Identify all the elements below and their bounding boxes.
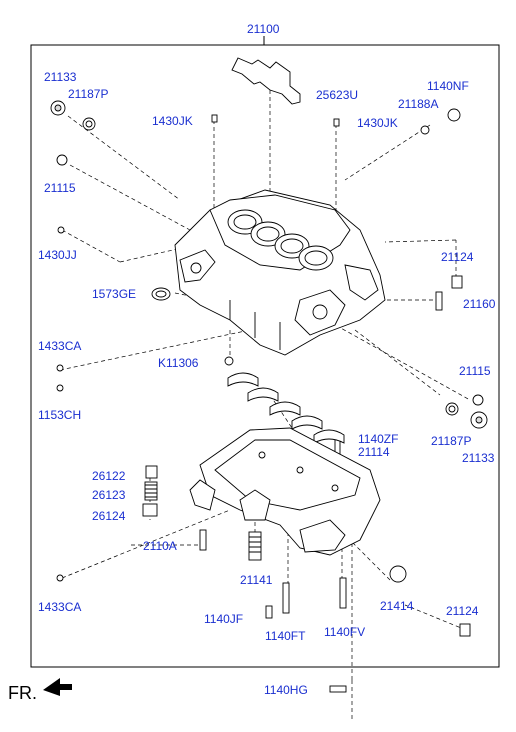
pin-1430jj (57, 226, 65, 234)
part-label-21114: 21114 (358, 445, 390, 459)
part-label-26123: 26123 (92, 488, 126, 502)
part-label-21124-top: 21124 (441, 250, 474, 264)
part-label-1140hg: 1140HG (264, 683, 308, 697)
oil-pan (189, 427, 381, 556)
part-label-1140zf: 1140ZF (358, 432, 399, 446)
part-label-21115-top: 21115 (44, 181, 76, 195)
part-label-21124-bottom: 21124 (446, 604, 479, 618)
part-label-25623u: 25623U (316, 88, 359, 102)
small-parts (50, 100, 488, 693)
part-label-21133-top: 21133 (44, 70, 77, 84)
part-label-1140ft: 1140FT (265, 629, 306, 643)
part-label-1430jk-right: 1430JK (357, 116, 398, 130)
part-label-21133-right: 21133 (462, 451, 495, 465)
part-label-21414: 21414 (380, 599, 414, 613)
bolt-1140hg (329, 685, 347, 693)
gasket-25623u (231, 57, 301, 105)
dowel-21124-bottom (459, 623, 471, 637)
pin-k11306 (224, 356, 234, 366)
dowel-21124-top (451, 275, 463, 289)
strainer-21141 (248, 531, 262, 561)
bearing-caps (227, 372, 345, 444)
part-label-1433ca-top: 1433CA (38, 339, 82, 353)
part-label-k11306: K11306 (158, 356, 199, 370)
bolt-1140fv (339, 577, 347, 609)
part-label-1140nf: 1140NF (427, 79, 469, 93)
part-label-21187p-right: 21187P (431, 434, 472, 448)
diagram-frame (30, 44, 500, 668)
bolt-21160 (435, 291, 443, 311)
part-label-21187p-top: 21187P (68, 87, 109, 101)
plug-26124 (142, 503, 158, 517)
spring-26123 (144, 481, 158, 501)
part-label-1140jf: 1140JF (204, 612, 244, 626)
part-label-1573ge: 1573GE (92, 287, 137, 301)
part-label-1433ca-bottom: 1433CA (38, 600, 82, 614)
part-label-26122: 26122 (92, 469, 126, 483)
bolt-1140nf (447, 108, 461, 122)
bolt-2110a (199, 529, 207, 551)
part-label-21160: 21160 (463, 297, 496, 311)
part-label-26124: 26124 (92, 509, 126, 523)
part-label-21115-right: 21115 (459, 364, 491, 378)
washer-21188a (420, 125, 430, 135)
part-label-21188a: 21188A (398, 97, 439, 111)
part-label-2110a: 2110A (143, 539, 177, 553)
part-label-1430jk-left: 1430JK (152, 114, 193, 128)
plug-21115-top (56, 154, 68, 166)
leader-lines (59, 90, 471, 720)
pin-1430jk-right (333, 118, 340, 127)
part-label-1140fv: 1140FV (324, 625, 366, 639)
bolt-1140jf (265, 605, 273, 619)
pin-1430jk-left (211, 114, 218, 123)
pin-1433ca-bottom (56, 574, 64, 582)
part-label-1153ch: 1153CH (38, 408, 82, 422)
pin-1433ca-top (56, 364, 64, 372)
cylinder-block (174, 189, 386, 356)
clamp-21414 (389, 565, 407, 583)
front-direction-label: FR. (8, 683, 37, 703)
pin-1153ch (56, 384, 64, 392)
plug-26122 (145, 465, 158, 479)
bolt-1140ft (282, 582, 290, 614)
part-label-21141: 21141 (240, 573, 273, 587)
part-label-21100: 21100 (247, 22, 280, 36)
plug-21115-right (472, 394, 484, 406)
front-direction-arrow-icon (43, 678, 72, 696)
part-label-1430jj: 1430JJ (38, 248, 77, 262)
